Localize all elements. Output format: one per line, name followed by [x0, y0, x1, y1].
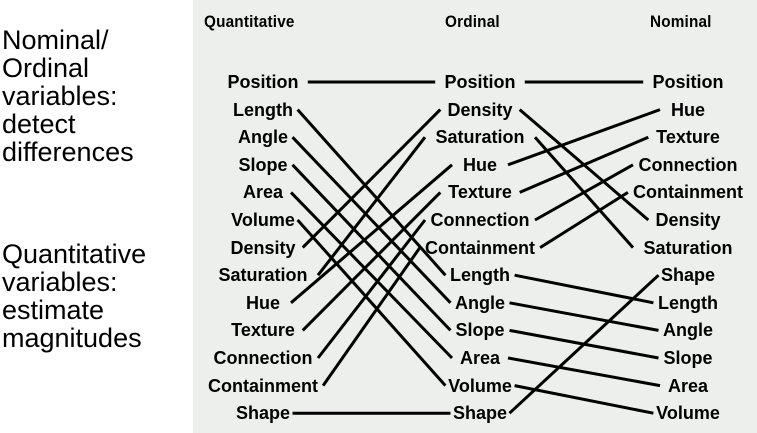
link-quantitative-ordinal-length: [296, 108, 447, 277]
rank-item-ordinal-slope: Slope: [455, 320, 505, 341]
caption-line: differences: [2, 137, 134, 167]
link-quantitative-ordinal-density: [301, 108, 442, 249]
rank-item-nominal-connection: Connection: [638, 154, 738, 175]
link-ordinal-nominal-connection: [534, 163, 634, 222]
rank-item-quantitative-volume: Volume: [231, 210, 295, 230]
link-ordinal-nominal-volume: [514, 384, 654, 415]
rank-item-ordinal-hue: Hue: [462, 154, 497, 175]
column-header-quantitative: Quantitative: [204, 12, 295, 31]
nominal-ordinal-caption: Nominal/ Ordinal variables: detect diffe…: [2, 26, 134, 166]
caption-line: variables:: [2, 81, 118, 111]
rank-item-nominal-hue: Hue: [670, 99, 705, 120]
rank-item-nominal-texture: Texture: [656, 127, 720, 148]
connector-lines: [289, 80, 661, 415]
quantitative-caption: Quantitative variables: estimate magnitu…: [2, 240, 146, 352]
link-ordinal-nominal-shape: [508, 274, 660, 415]
rank-item-quantitative-position: Position: [227, 72, 299, 92]
link-quantitative-ordinal-saturation: [316, 136, 427, 277]
rank-item-quantitative-length: Length: [233, 99, 293, 120]
link-quantitative-ordinal-connection: [316, 219, 427, 359]
rank-item-ordinal-connection: Connection: [430, 210, 530, 230]
link-ordinal-nominal-area: [507, 356, 661, 388]
rank-item-nominal-length: Length: [658, 292, 718, 313]
rank-item-nominal-density: Density: [655, 210, 721, 230]
rank-item-ordinal-area: Area: [459, 348, 501, 368]
rank-item-ordinal-length: Length: [450, 265, 510, 286]
rank-item-quantitative-angle: Angle: [237, 127, 288, 148]
link-quantitative-ordinal-angle: [291, 136, 452, 304]
rank-item-ordinal-shape: Shape: [452, 403, 508, 424]
link-quantitative-ordinal-slope: [291, 163, 452, 332]
rank-item-quantitative-area: Area: [242, 182, 284, 203]
rank-item-ordinal-density: Density: [447, 99, 513, 120]
link-ordinal-nominal-containment: [539, 191, 629, 249]
rank-item-nominal-area: Area: [667, 375, 709, 396]
link-ordinal-nominal-texture: [519, 135, 649, 194]
link-ordinal-nominal-hue: [507, 108, 661, 167]
rank-item-quantitative-containment: Containment: [208, 375, 318, 396]
caption-line: Quantitative: [2, 239, 147, 269]
rank-item-quantitative-slope: Slope: [238, 154, 288, 175]
rank-item-ordinal-saturation: Saturation: [435, 127, 525, 148]
caption-line: estimate: [2, 295, 105, 325]
caption-line: Nominal/: [2, 25, 109, 55]
link-quantitative-ordinal-volume: [296, 219, 447, 387]
caption-line: variables:: [2, 267, 118, 297]
rank-item-quantitative-saturation: Saturation: [218, 265, 308, 286]
rank-item-ordinal-texture: Texture: [448, 182, 512, 203]
rank-item-nominal-position: Position: [652, 72, 724, 92]
rank-item-nominal-angle: Angle: [662, 320, 713, 341]
caption-line: magnitudes: [2, 323, 142, 353]
caption-line: Ordinal: [2, 53, 90, 83]
link-quantitative-ordinal-area: [289, 191, 454, 360]
rank-item-ordinal-volume: Volume: [448, 375, 512, 396]
caption-line: detect: [2, 109, 76, 139]
rank-item-ordinal-position: Position: [444, 72, 516, 92]
rank-item-nominal-volume: Volume: [656, 403, 720, 424]
link-quantitative-ordinal-texture: [301, 191, 442, 332]
rank-item-ordinal-angle: Angle: [454, 292, 505, 313]
rank-item-nominal-containment: Containment: [633, 182, 743, 203]
link-ordinal-nominal-length: [514, 273, 654, 305]
rank-item-quantitative-density: Density: [230, 237, 296, 258]
rank-item-quantitative-hue: Hue: [245, 292, 280, 313]
rank-item-quantitative-connection: Connection: [213, 348, 313, 368]
rank-item-quantitative-shape: Shape: [235, 403, 291, 424]
link-quantitative-ordinal-containment: [321, 246, 422, 387]
rank-item-nominal-slope: Slope: [663, 348, 713, 368]
rank-item-ordinal-containment: Containment: [425, 237, 535, 258]
rank-item-quantitative-texture: Texture: [231, 320, 295, 341]
rank-item-nominal-shape: Shape: [660, 265, 716, 286]
column-header-ordinal: Ordinal: [445, 12, 500, 31]
link-ordinal-nominal-angle: [509, 301, 659, 332]
rank-item-nominal-saturation: Saturation: [643, 237, 733, 258]
link-quantitative-ordinal-hue: [290, 163, 453, 304]
column-header-nominal: Nominal: [650, 12, 712, 31]
